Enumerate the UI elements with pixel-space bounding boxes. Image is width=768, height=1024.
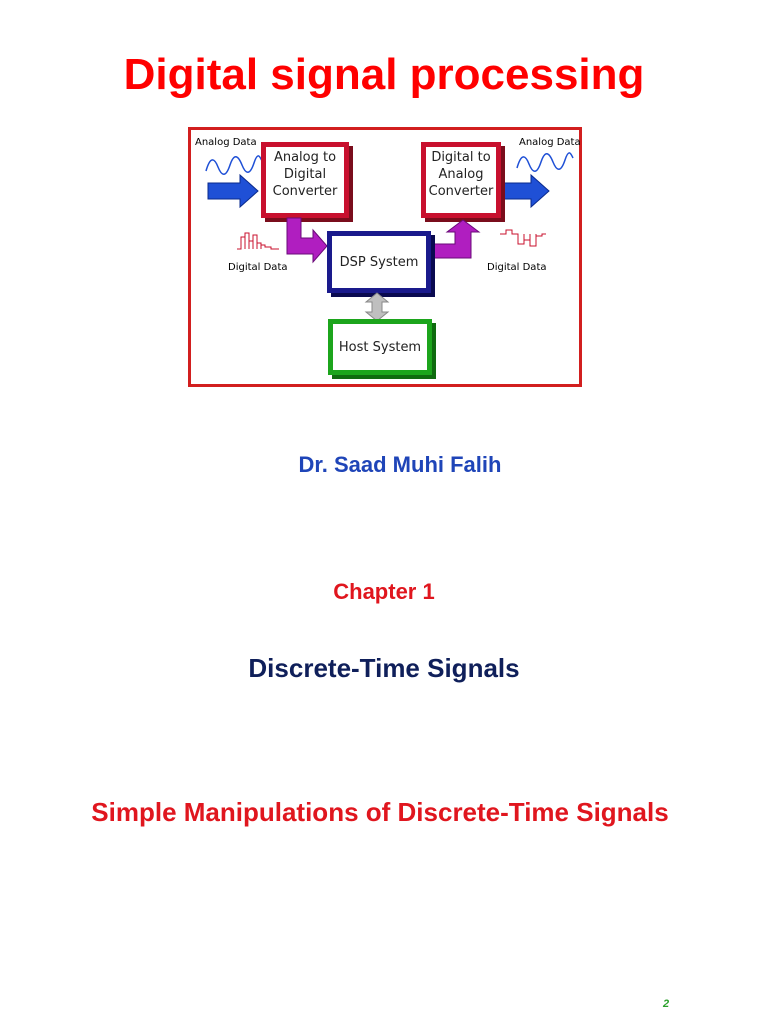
slide-title: Digital signal processing: [123, 50, 645, 99]
dac-box: Digital to Analog Converter: [421, 142, 501, 218]
digital-samples-right-icon: [500, 229, 546, 247]
bidirectional-arrow-icon: [364, 292, 390, 322]
host-system-box: Host System: [328, 319, 432, 375]
analog-wave-left-icon: [205, 155, 263, 175]
page-number: 2: [663, 998, 670, 1010]
author-name: Dr. Saad Muhi Falih: [298, 452, 502, 477]
input-arrow-icon: [207, 173, 259, 209]
adc-to-dsp-arrow-icon: [286, 217, 328, 264]
chapter-subtitle: Discrete-Time Signals: [248, 653, 520, 683]
dsp-block-diagram: Analog Data Analog Data Analog to Digita…: [188, 127, 582, 387]
digital-samples-left-icon: [237, 232, 279, 250]
dsp-system-label: DSP System: [339, 254, 419, 270]
chapter-heading: Chapter 1: [333, 579, 435, 604]
digital-data-right-label: Digital Data: [487, 262, 547, 273]
analog-wave-right-icon: [516, 152, 574, 172]
output-arrow-icon: [500, 173, 550, 209]
section-topic: Simple Manipulations of Discrete-Time Si…: [91, 797, 669, 827]
adc-label: Analog to Digital Converter: [272, 150, 338, 199]
host-system-label: Host System: [338, 339, 422, 355]
analog-data-left-label: Analog Data: [195, 137, 257, 148]
dsp-system-box: DSP System: [327, 231, 431, 293]
adc-box: Analog to Digital Converter: [261, 142, 349, 218]
digital-data-left-label: Digital Data: [228, 262, 288, 273]
dac-label: Digital to Analog Converter: [428, 150, 494, 199]
dsp-to-dac-arrow-icon: [430, 219, 481, 259]
analog-data-right-label: Analog Data: [519, 137, 581, 148]
